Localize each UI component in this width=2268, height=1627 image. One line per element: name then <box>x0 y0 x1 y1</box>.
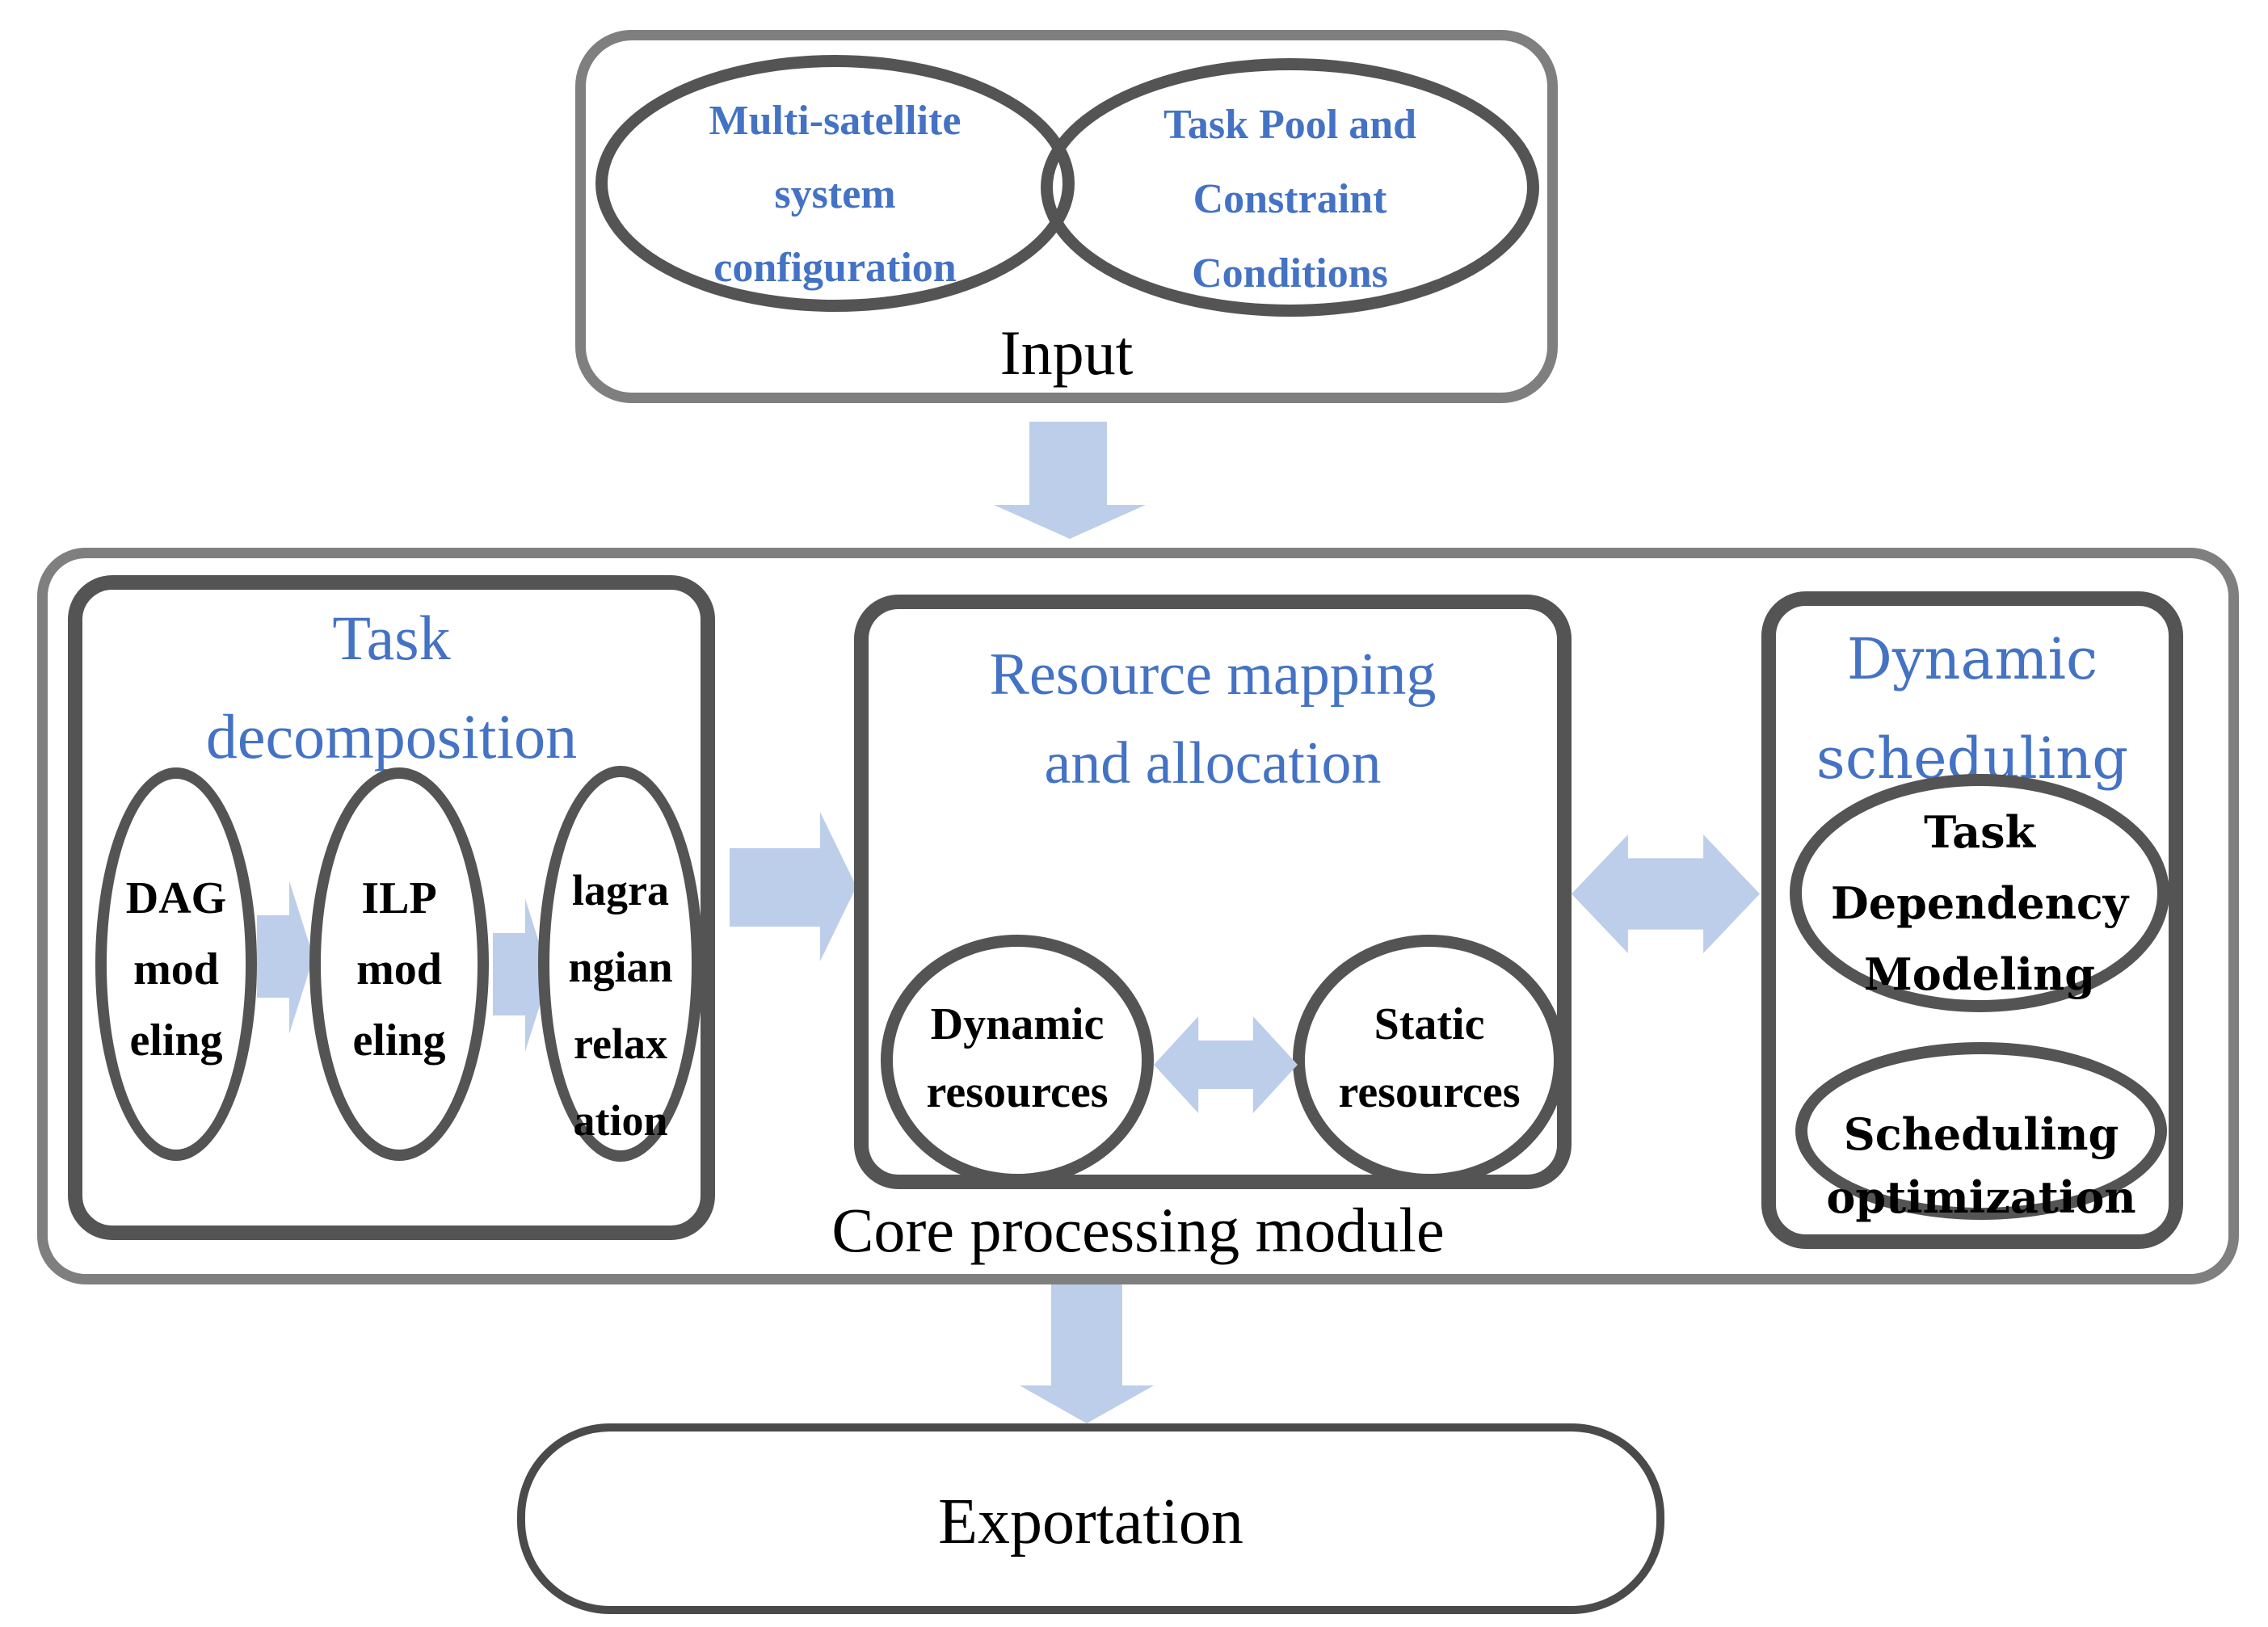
task-dependency-label: Task Dependency Modeling <box>1830 806 2129 1000</box>
dynamic-resources-circle <box>881 935 1154 1186</box>
task-decomposition-box <box>68 575 715 1240</box>
scheduling-optimization-label: Scheduling optimization <box>1826 1108 2136 1223</box>
dynamic-scheduling-box <box>1761 591 2183 1249</box>
core-processing-label: Core processing module <box>831 1195 1445 1265</box>
task-pool-label: Task Pool and Constraint Conditions <box>1163 102 1417 296</box>
ilp-modeling-label: ILP mod eling <box>352 873 446 1066</box>
resource-mapping-title: Resource mapping and allocation <box>989 641 1437 797</box>
core-processing-box <box>37 548 2239 1284</box>
down-arrow-icon <box>994 422 1146 539</box>
multi-satellite-label: Multi-satellite system configuration <box>709 98 961 291</box>
exportation-label: Exportation <box>938 1486 1243 1558</box>
static-resources-label: Static resources <box>1338 999 1521 1117</box>
lagrangian-relaxation-label: lagra ngian relax ation <box>568 866 673 1145</box>
exportation-box <box>517 1423 1664 1614</box>
input-box <box>575 30 1558 403</box>
dynamic-scheduling-title: Dynamic scheduling <box>1816 626 2129 792</box>
input-label: Input <box>999 317 1134 388</box>
dag-modeling-label: DAG mod eling <box>125 873 227 1066</box>
dynamic-resources-label: Dynamic resources <box>926 999 1109 1117</box>
task-decomposition-title: Task decomposition <box>205 603 578 771</box>
down-arrow-icon <box>1020 1284 1154 1423</box>
ilp-modeling-ellipse <box>309 767 489 1161</box>
